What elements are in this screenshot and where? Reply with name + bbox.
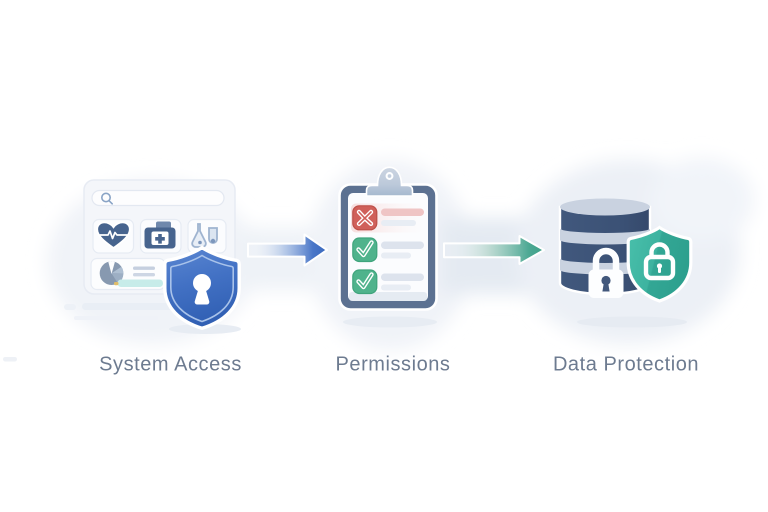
svg-text:System Access: System Access: [99, 354, 242, 376]
svg-text:Permissions: Permissions: [336, 354, 451, 376]
svg-text:Data Protection: Data Protection: [553, 354, 699, 376]
